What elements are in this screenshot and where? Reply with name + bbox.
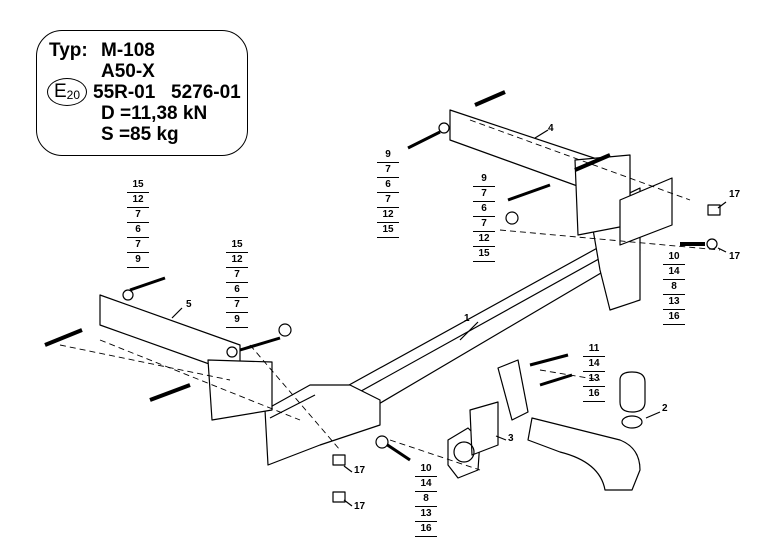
part-number: 6	[226, 283, 248, 298]
parts-stack-right-side: 10 14 8 13 16	[663, 250, 685, 325]
part-number: 10	[415, 462, 437, 477]
parts-stack-top-right-a: 9 7 6 7 12 15	[377, 148, 399, 238]
part-number: 8	[415, 492, 437, 507]
part-number: 6	[377, 178, 399, 193]
callout-nut-right: 17	[729, 251, 741, 262]
part-number: 15	[377, 223, 399, 238]
part-number: 16	[663, 310, 685, 325]
s-value: S =85 kg	[101, 124, 179, 145]
callout-left-bracket: 5	[186, 299, 192, 310]
part-number: 11	[583, 342, 605, 357]
e-mark-country: 20	[66, 88, 81, 102]
parts-stack-center-right: 11 14 13 16	[583, 342, 605, 402]
part-number: 7	[226, 268, 248, 283]
part-number: 7	[473, 217, 495, 232]
variant-code: A50-X	[101, 61, 155, 82]
part-number: 12	[377, 208, 399, 223]
part-number: 14	[663, 265, 685, 280]
part-number: 7	[226, 298, 248, 313]
approval-number: 5276-01	[171, 82, 241, 103]
callout-ball-neck: 2	[662, 403, 668, 414]
e-approval-mark: E20	[47, 78, 87, 106]
part-number: 7	[377, 193, 399, 208]
part-number: 8	[663, 280, 685, 295]
parts-stack-top-right-b: 9 7 6 7 12 15	[473, 172, 495, 262]
ball-neck	[527, 417, 641, 491]
part-number: 12	[473, 232, 495, 247]
part-number: 7	[377, 163, 399, 178]
part-number: 14	[583, 357, 605, 372]
typ-label: Typ:	[49, 40, 88, 61]
callout-nut-lower-b: 17	[354, 501, 366, 512]
callout-nut-lower-a: 17	[354, 465, 366, 476]
parts-stack-left-lower: 15 12 7 6 7 9	[226, 238, 248, 328]
model-number: M-108	[101, 40, 155, 61]
part-number: 7	[473, 187, 495, 202]
part-number: 12	[127, 193, 149, 208]
parts-stack-bottom-center: 10 14 8 13 16	[415, 462, 437, 537]
left-mounting-plate	[264, 384, 381, 466]
part-number: 9	[377, 148, 399, 163]
part-number: 9	[226, 313, 248, 328]
part-number: 16	[415, 522, 437, 537]
part-number: 15	[226, 238, 248, 253]
part-number: 15	[473, 247, 495, 262]
callout-nut-upper-right: 17	[729, 189, 741, 200]
part-number: 12	[226, 253, 248, 268]
callout-main-crossbar: 1	[464, 313, 470, 324]
part-number: 13	[583, 372, 605, 387]
callout-right-bracket: 4	[548, 123, 554, 134]
parts-stack-left-upper: 15 12 7 6 7 9	[127, 178, 149, 268]
part-number: 13	[415, 507, 437, 522]
part-number: 15	[127, 178, 149, 193]
part-number: 13	[663, 295, 685, 310]
regulation-number: 55R-01	[93, 82, 156, 103]
part-number: 10	[663, 250, 685, 265]
d-value: D =11,38 kN	[101, 103, 208, 124]
part-number: 6	[127, 223, 149, 238]
tow-ball	[619, 371, 646, 413]
part-number: 7	[127, 208, 149, 223]
part-number: 16	[583, 387, 605, 402]
part-number: 6	[473, 202, 495, 217]
part-number: 7	[127, 238, 149, 253]
part-number: 9	[473, 172, 495, 187]
e-mark-letter: E	[53, 81, 67, 102]
approval-info-box: Typ: M-108 A50-X E20 55R-01 5276-01 D =1…	[36, 30, 248, 156]
part-number: 9	[127, 253, 149, 268]
part-number: 14	[415, 477, 437, 492]
callout-socket-plate: 3	[508, 433, 514, 444]
